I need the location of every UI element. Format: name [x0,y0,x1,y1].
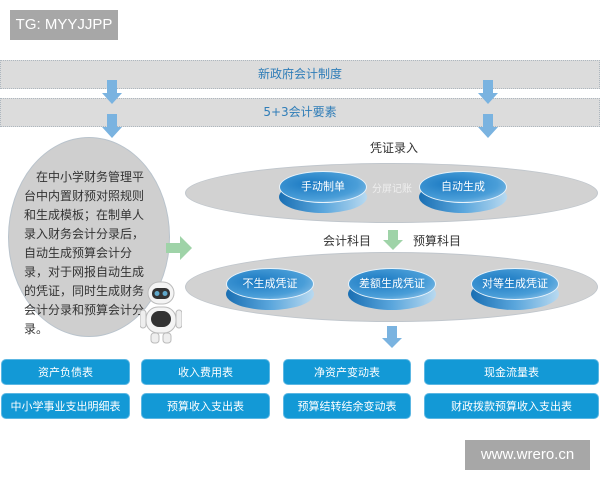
disc-no-voucher: 不生成凭证 [226,268,314,310]
disc-manual-entry: 手动制单 [279,171,367,213]
disc-equal-voucher: 对等生成凭证 [471,268,559,310]
voucher-entry-title: 凭证录入 [370,141,419,155]
accounting-subjects-label: 会计科目 [323,234,372,248]
down-arrow-icon [102,114,122,138]
report-school-expenditure[interactable]: 中小学事业支出明细表 [1,393,130,419]
robot-icon [140,281,182,344]
down-arrow-icon [478,80,498,104]
bar-accounting-system: 新政府会计制度 [0,60,600,89]
watermark-bottom: www.wrero.cn [465,440,590,470]
split-screen-label: 分屏记账 [372,184,412,195]
report-cash-flow[interactable]: 现金流量表 [424,359,599,385]
report-income-expense[interactable]: 收入费用表 [141,359,270,385]
right-arrow-icon [166,236,192,260]
bar-accounting-elements: 5+3会计要素 [0,98,600,127]
report-fiscal-appropriation[interactable]: 财政拨款预算收入支出表 [424,393,599,419]
disc-difference-voucher: 差额生成凭证 [348,268,436,310]
voucher-entry-ellipse [185,163,598,223]
disc-auto-generate: 自动生成 [419,171,507,213]
report-budget-carryover[interactable]: 预算结转结余变动表 [283,393,411,419]
report-balance-sheet[interactable]: 资产负债表 [1,359,130,385]
report-budget-income[interactable]: 预算收入支出表 [141,393,270,419]
down-arrow-icon [478,114,498,138]
down-arrow-icon [383,230,403,250]
description-text: 在中小学财务管理平台中内置财预对照规则和生成模板；在制单人录入财务会计分录后，自… [24,170,145,336]
report-net-assets[interactable]: 净资产变动表 [283,359,411,385]
down-arrow-icon [102,80,122,104]
watermark-top: TG: MYYJJPP [10,10,118,40]
down-arrow-icon [382,326,402,348]
budget-subjects-label: 预算科目 [413,234,462,248]
description-bubble [8,137,170,337]
